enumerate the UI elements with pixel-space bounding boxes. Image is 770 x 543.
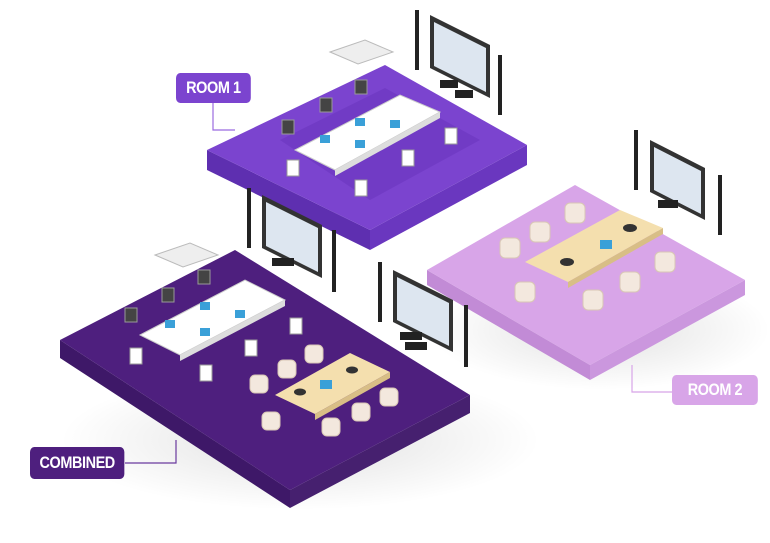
combined-platform (60, 250, 470, 508)
combined-chairs-white (124, 269, 303, 382)
room1-leader-line (212, 103, 235, 131)
speakerphone-icon (294, 388, 306, 396)
speakerphone-icon (623, 224, 637, 232)
room1-display (415, 10, 502, 115)
room1-chairs (281, 79, 458, 197)
combined-table-wood (275, 353, 390, 420)
room1-label: ROOM 1 (176, 73, 251, 103)
speakerphone-icon (346, 366, 358, 374)
room2-leader-line (631, 365, 672, 393)
laptop-icon (165, 320, 175, 328)
laptop-icon (390, 120, 400, 128)
combined-leader-line (125, 440, 177, 464)
laptop-icon (200, 302, 210, 310)
room1-front-display (247, 188, 336, 292)
laptop-icon (320, 135, 330, 143)
laptop-icon (200, 328, 210, 336)
combined-side-display (378, 262, 468, 367)
speakerphone-icon (560, 258, 574, 266)
room1-table (293, 94, 442, 176)
ceiling-speaker-icon (328, 39, 395, 65)
room2-label: ROOM 2 (672, 375, 758, 405)
combined-chairs-wood (249, 344, 399, 437)
combined-table-white (138, 279, 287, 361)
room2-table (525, 210, 663, 288)
room2-display (634, 130, 722, 235)
laptop-icon (355, 140, 365, 148)
laptop-icon (235, 310, 245, 318)
combined-label: COMBINED (30, 447, 125, 479)
laptop-icon (600, 240, 612, 249)
laptop-icon (355, 118, 365, 126)
ceiling-speaker-icon (153, 242, 220, 268)
room2-chairs (499, 202, 676, 311)
laptop-icon (320, 380, 332, 389)
